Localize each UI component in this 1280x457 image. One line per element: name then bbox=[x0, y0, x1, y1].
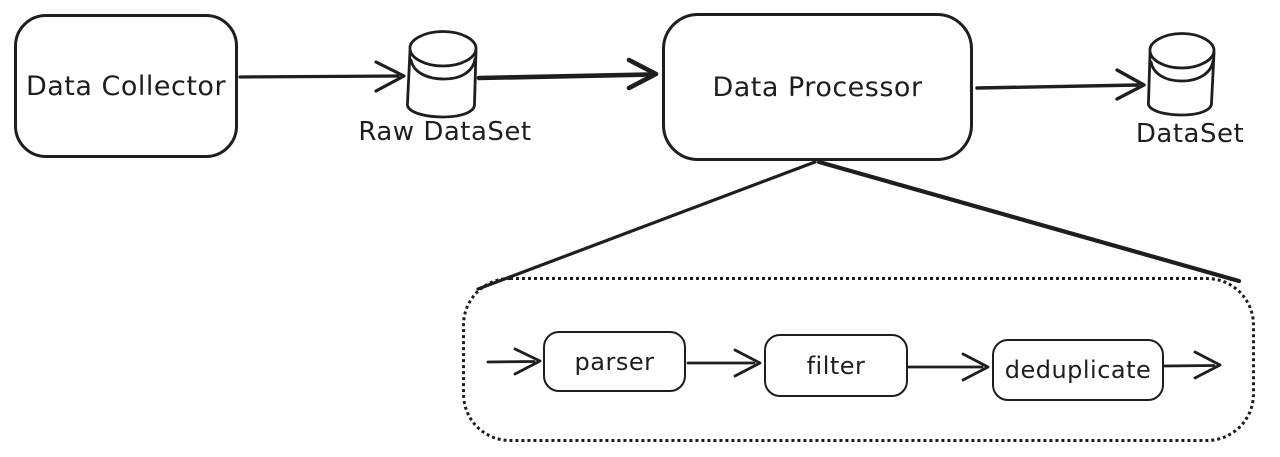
arrow-filter-to-deduplicate bbox=[907, 352, 990, 382]
node-filter: filter bbox=[764, 334, 908, 397]
arrow-parser-to-filter bbox=[686, 348, 762, 378]
node-data-collector-label: Data Collector bbox=[25, 70, 227, 102]
dataset-label: DataSet bbox=[1135, 119, 1245, 149]
expansion-line-right bbox=[816, 159, 1242, 284]
arrow-pipeline-entry bbox=[486, 347, 542, 376]
arrow-rawdataset-to-processor bbox=[476, 57, 659, 91]
expansion-line-left bbox=[476, 160, 817, 291]
raw-dataset-database-icon bbox=[406, 30, 478, 119]
arrow-pipeline-exit bbox=[1162, 350, 1222, 380]
node-data-processor: Data Processor bbox=[662, 13, 973, 161]
node-filter-label: filter bbox=[806, 351, 866, 380]
node-parser: parser bbox=[543, 331, 686, 392]
arrow-processor-to-dataset bbox=[975, 68, 1146, 101]
dataset-database-icon bbox=[1147, 32, 1216, 117]
node-data-collector: Data Collector bbox=[14, 14, 238, 158]
raw-dataset-label: Raw DataSet bbox=[358, 117, 532, 147]
node-deduplicate-label: deduplicate bbox=[1004, 356, 1152, 384]
arrow-collector-to-rawdataset bbox=[238, 60, 406, 93]
node-deduplicate: deduplicate bbox=[992, 339, 1164, 401]
pipeline-detail-group bbox=[462, 277, 1255, 442]
node-parser-label: parser bbox=[574, 347, 655, 376]
node-data-processor-label: Data Processor bbox=[712, 71, 923, 103]
